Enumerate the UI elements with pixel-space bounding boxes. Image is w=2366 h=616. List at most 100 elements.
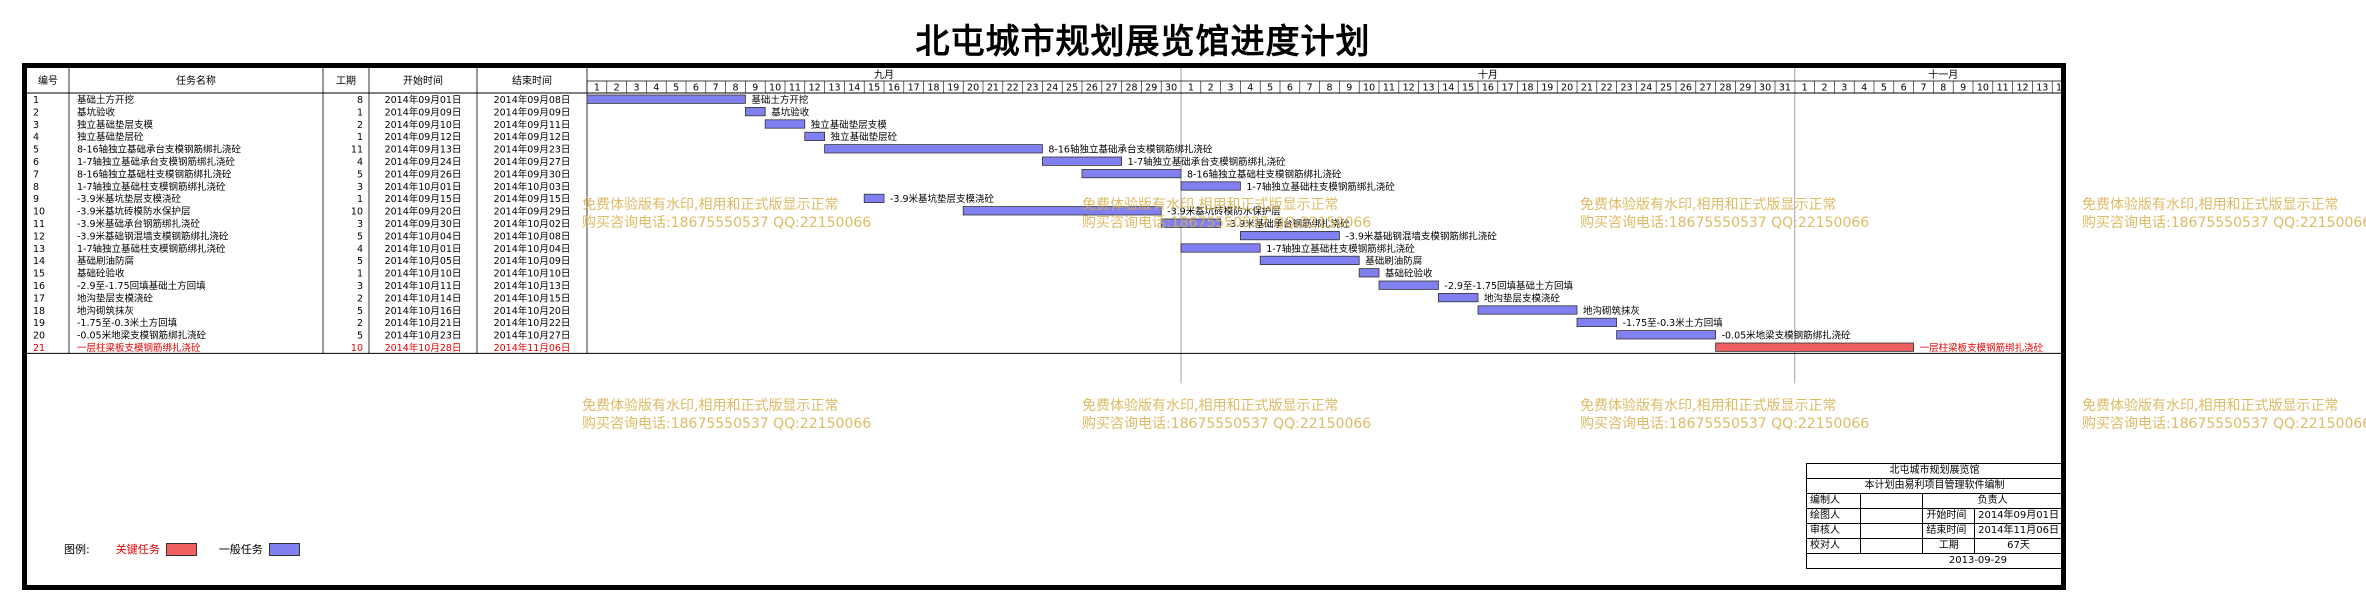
gantt-bar (1180, 243, 1261, 253)
task-id: 11 (33, 219, 45, 230)
task-duration: 2 (357, 318, 363, 329)
legend-label: 图例: (64, 543, 90, 556)
gantt-bar (1081, 169, 1182, 179)
gantt-bar-label: 8-16轴独立基础柱支模钢筋绑扎浇砼 (1187, 168, 1342, 180)
day-header: 7 (1920, 83, 1926, 94)
task-id: 16 (33, 281, 45, 292)
task-id: 21 (33, 343, 45, 354)
day-header: 8 (1940, 83, 1946, 94)
task-id: 7 (33, 169, 39, 180)
legend-normal-swatch (268, 542, 300, 556)
day-header: 24 (1640, 83, 1652, 94)
gantt-bar (1378, 280, 1439, 290)
task-id: 18 (33, 306, 45, 317)
day-header: 9 (752, 83, 758, 94)
watermark-line: 购买咨询电话:18675550537 QQ:22150066 (582, 416, 872, 432)
day-header: 2 (614, 83, 620, 94)
day-header: 4 (653, 83, 659, 94)
gantt-bar (863, 193, 885, 203)
gantt-bar-label: 基础砼验收 (1385, 268, 1433, 280)
day-header: 6 (693, 83, 699, 94)
task-start: 2014年10月28日 (385, 342, 462, 354)
task-duration: 1 (357, 107, 363, 118)
task-duration: 4 (357, 157, 363, 168)
day-header: 13 (2036, 83, 2048, 94)
day-header: 18 (1521, 83, 1533, 94)
task-end: 2014年10月04日 (494, 243, 571, 255)
day-header: 16 (888, 83, 900, 94)
gantt-bar-label: -3.9米基坑砖模防水保护层 (1167, 206, 1281, 218)
day-header: 27 (1700, 83, 1712, 94)
gantt-bar (764, 119, 806, 129)
watermark-line: 购买咨询电话:18675550537 QQ:22150066 (1580, 215, 1870, 231)
task-end: 2014年10月22日 (494, 317, 571, 329)
gantt-bar (1438, 292, 1479, 303)
task-start: 2014年10月04日 (385, 230, 462, 242)
task-end: 2014年10月02日 (494, 218, 571, 230)
task-end: 2014年10月20日 (494, 305, 571, 317)
task-name: 一层柱梁板支模钢筋绑扎浇砼 (77, 342, 201, 354)
task-name: 地沟砌筑抹灰 (77, 305, 134, 317)
day-header: 20 (1561, 83, 1573, 94)
day-header: 28 (1719, 83, 1731, 94)
task-end: 2014年09月11日 (494, 119, 571, 131)
task-duration: 5 (357, 256, 363, 267)
column-header: 编号 (38, 74, 58, 87)
day-header: 30 (1759, 83, 1771, 94)
day-header: 10 (1977, 83, 1989, 94)
task-end: 2014年09月12日 (494, 131, 571, 143)
day-header: 12 (809, 83, 821, 94)
gantt-bar-label: 基坑验收 (771, 106, 810, 118)
gantt-bar (1576, 317, 1617, 327)
info-date: 2013-09-29 (1806, 553, 2063, 569)
task-start: 2014年10月16日 (385, 305, 462, 317)
day-header: 9 (1346, 83, 1352, 94)
watermark-line: 购买咨询电话:18675550537 QQ:22150066 (1580, 416, 1870, 432)
gantt-bar (1160, 218, 1221, 228)
watermark-line: 免费体验版有水印,相用和正式版显示正常 (1580, 398, 1837, 414)
gantt-bar-label: 基础刷油防腐 (1365, 255, 1422, 267)
gantt-bar (1616, 330, 1716, 340)
legend: 图例: 关键任务 一般任务 (64, 541, 300, 557)
day-header: 14 (1442, 83, 1454, 94)
task-start: 2014年09月13日 (385, 144, 462, 156)
task-name: 8-16轴独立基础柱支模钢筋绑扎浇砼 (77, 168, 232, 180)
day-header: 3 (1841, 83, 1847, 94)
task-id: 8 (33, 182, 39, 193)
task-id: 1 (33, 95, 39, 106)
day-header: 3 (1227, 83, 1233, 94)
day-header: 22 (1601, 83, 1613, 94)
month-header: 十月 (1478, 68, 1498, 81)
task-duration: 5 (357, 231, 363, 242)
task-start: 2014年09月30日 (385, 218, 462, 230)
task-id: 3 (33, 120, 39, 131)
task-name: -3.9米基坑砖模防水保护层 (77, 206, 191, 218)
day-header: 30 (1165, 83, 1177, 94)
task-end: 2014年09月09日 (494, 106, 571, 118)
task-start: 2014年10月23日 (385, 330, 462, 342)
info-drafter-label: 编制人 (1805, 493, 1862, 509)
day-header: 10 (769, 83, 781, 94)
task-name: 1-7轴独立基础柱支模钢筋绑扎浇砼 (77, 181, 226, 193)
task-name: 独立基础垫层砼 (77, 131, 144, 143)
task-id: 17 (33, 293, 45, 304)
day-header: 4 (1861, 83, 1867, 94)
gantt-bar (824, 144, 1043, 154)
day-header: 6 (1901, 83, 1907, 94)
day-header: 1 (1188, 83, 1194, 94)
task-duration: 3 (357, 281, 363, 292)
task-end: 2014年10月08日 (494, 230, 571, 242)
column-header: 结束时间 (512, 74, 552, 87)
watermark: 免费体验版有水印,相用和正式版显示正常购买咨询电话:18675550537 QQ… (1082, 196, 1371, 232)
task-duration: 4 (357, 244, 363, 255)
day-header: 5 (1881, 83, 1887, 94)
day-header: 25 (1660, 83, 1672, 94)
watermark: 免费体验版有水印,相用和正式版显示正常购买咨询电话:18675550537 QQ… (1082, 397, 1371, 433)
day-header: 23 (1620, 83, 1632, 94)
day-header: 18 (927, 83, 939, 94)
task-end: 2014年09月30日 (494, 168, 571, 180)
task-start: 2014年09月09日 (385, 106, 462, 118)
gantt-bar (804, 131, 825, 141)
day-header: 12 (2016, 83, 2028, 94)
day-header: 2 (1208, 83, 1214, 94)
